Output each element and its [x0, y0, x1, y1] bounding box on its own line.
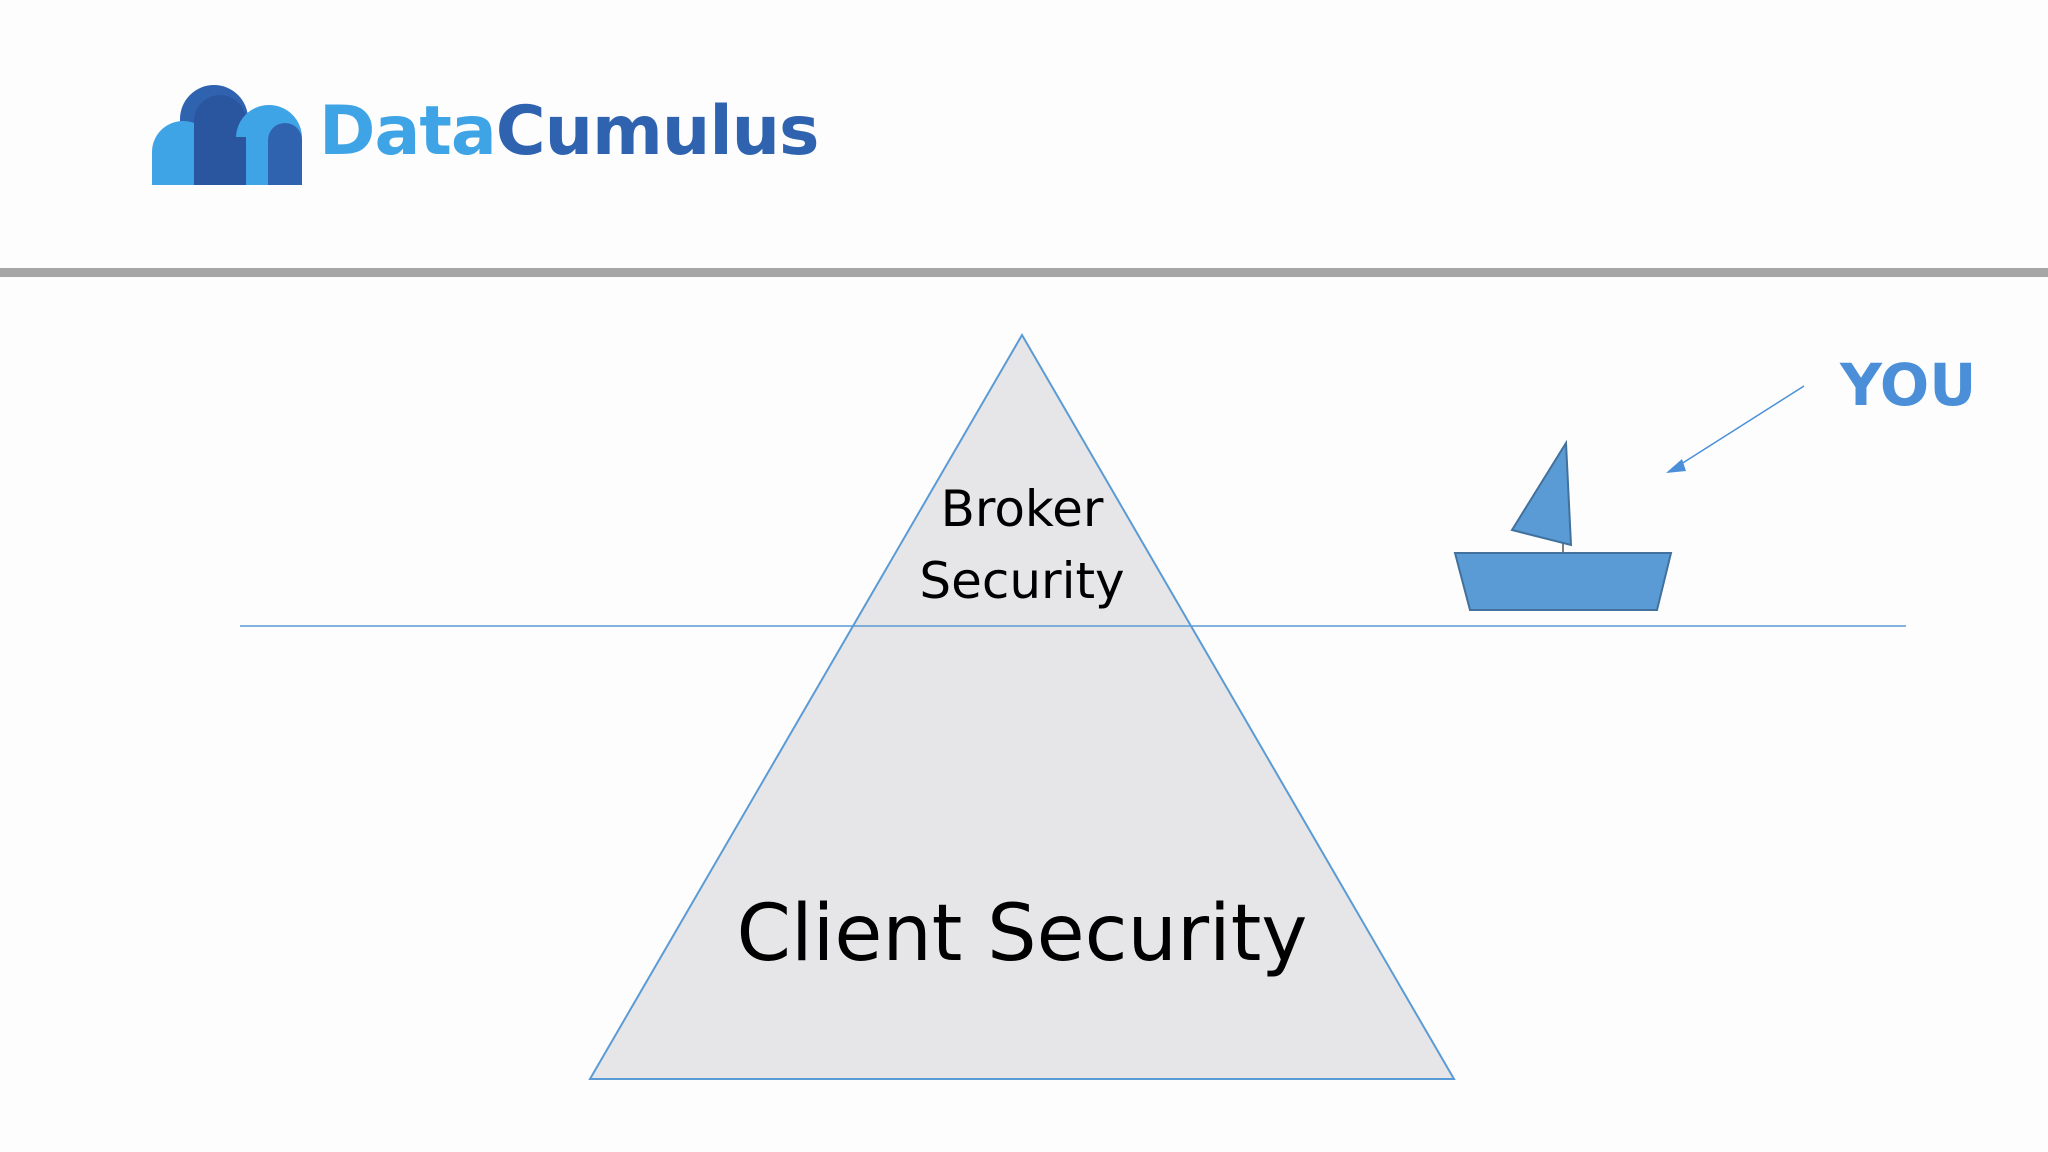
brand-name-part1: Data — [319, 92, 497, 171]
boat-icon — [1453, 439, 1673, 611]
header-divider — [0, 268, 2048, 277]
arrow-icon — [1666, 385, 1805, 473]
logo: DataCumulus — [150, 72, 820, 192]
client-security-label: Client Security — [737, 889, 1308, 979]
broker-security-label-line1: Broker — [941, 480, 1104, 538]
brand-name-part2: Cumulus — [495, 92, 820, 171]
brand-name: DataCumulus — [319, 98, 820, 166]
cloud-logo-icon — [152, 85, 302, 185]
broker-security-label-line2: Security — [919, 552, 1124, 610]
you-label: YOU — [1839, 351, 1976, 419]
pyramid-shape — [588, 333, 1456, 1080]
